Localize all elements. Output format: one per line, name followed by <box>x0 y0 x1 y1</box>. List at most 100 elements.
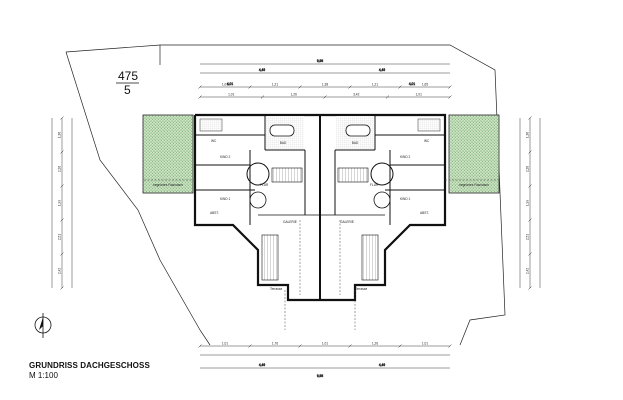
label-bad-left: BAD <box>280 141 287 145</box>
drawing-title-block: GRUNDRISS DACHGESCHOSS M 1:100 <box>29 360 150 381</box>
parcel-number-top: 475 <box>118 69 138 83</box>
wc-left <box>199 118 223 132</box>
dim-bottom-row-tick <box>398 344 402 348</box>
dim-left-vertical-tick <box>60 286 64 290</box>
bathtub-right <box>345 124 371 137</box>
stairs-left-upper <box>271 167 303 183</box>
dim-row-a-tick <box>448 85 452 89</box>
building-outline <box>193 113 447 302</box>
drawing-title: GRUNDRISS DACHGESCHOSS <box>29 361 150 370</box>
round-gallery-left <box>246 162 270 186</box>
dim-row-b-label: 3,42 <box>353 93 359 97</box>
dim-row-b-tick <box>323 95 327 99</box>
dim-row-a-label: 1,38 <box>322 83 328 87</box>
dim-bottom-row: 1,01 1,76 1,01 1,26 1,01 <box>198 342 452 348</box>
stairs-left-lower <box>261 234 279 281</box>
dim-row-a-tick <box>248 85 252 89</box>
dim-bottom-right-1: 4,49 <box>379 363 385 367</box>
dim-right-vertical-label: 2,26 <box>526 166 530 172</box>
right-dimensions <box>519 118 541 288</box>
dim-bottom-row-label: 1,01 <box>322 342 328 346</box>
dim-row-b-tick <box>385 95 390 99</box>
green-roof-left <box>142 114 194 194</box>
dim-left-vertical-tick <box>60 150 64 154</box>
bathtub-left <box>269 124 295 137</box>
dim-bottom-left-1: 4,49 <box>259 363 265 367</box>
dim-bottom-row-tick <box>198 344 202 348</box>
dim-row-a-tick <box>348 85 352 89</box>
label-galerie-right: GALERIE <box>340 220 354 224</box>
left-dimensions <box>51 118 73 288</box>
label-wc-left: WC <box>211 139 217 143</box>
stairs-right-lower <box>361 234 379 281</box>
dim-right-vertical-tick <box>528 252 532 256</box>
parcel-number-bottom: 5 <box>124 83 131 97</box>
dim-left-vertical: 1,362,261,992,512,42 <box>58 116 64 290</box>
dim-row-a-tick <box>398 85 402 89</box>
dim-left-vertical-label: 2,51 <box>58 234 62 240</box>
label-galerie-left: GALERIE <box>283 220 297 224</box>
dim-right-vertical-label: 2,42 <box>526 268 530 274</box>
dim-top-right-2: 4,01 <box>409 82 415 86</box>
dim-bottom-row-label: 1,26 <box>372 342 378 346</box>
dim-top-right-1: 4,49 <box>379 68 385 72</box>
dim-left-vertical-tick <box>60 252 64 256</box>
dim-bottom-overall: 9,98 <box>317 374 323 378</box>
dim-right-vertical-label: 1,99 <box>526 200 530 206</box>
label-abstell-right: ABST. <box>420 211 429 215</box>
dim-bottom-row-label: 1,01 <box>422 342 428 346</box>
round-hall-left <box>249 191 267 209</box>
dim-bottom-row-tick <box>248 344 252 348</box>
label-kind2-right: KIND 2 <box>400 155 411 159</box>
label-flur-left: FLUR <box>260 183 269 187</box>
dim-left-vertical-label: 1,36 <box>58 132 62 138</box>
dim-left-vertical-label: 2,26 <box>58 166 62 172</box>
label-kind2-left: KIND 2 <box>220 155 231 159</box>
green-roof-right-label: begrüntes Flachdach <box>459 183 489 187</box>
dim-top-left-2: 4,01 <box>227 82 233 86</box>
green-roof-right <box>448 114 500 194</box>
dim-bottom-row-tick <box>448 344 452 348</box>
dim-right-vertical-tick <box>528 218 532 222</box>
dim-left-vertical-tick <box>60 116 64 120</box>
dim-bottom-row-label: 1,01 <box>222 342 228 346</box>
dim-right-vertical-tick <box>528 116 532 120</box>
stairs-right-upper <box>337 167 369 183</box>
dim-row-a-label: 1,01 <box>222 83 228 87</box>
dim-left-vertical-tick <box>60 184 64 188</box>
label-abstell-left: ABST. <box>210 211 219 215</box>
dim-row-a-tick <box>198 85 202 89</box>
label-kind1-right: KIND 1 <box>400 197 411 201</box>
green-roof-left-label: begrüntes Flachdach <box>153 183 183 187</box>
room-labels-left: BAD WC KIND 2 KIND 1 FLUR GALERIE ABST. <box>210 139 297 224</box>
dim-row-a: 1,01 1,21 1,38 1,21 1,65 <box>198 83 452 89</box>
roof-lines <box>143 179 499 330</box>
label-terrasse-right: Terrasse <box>355 287 367 291</box>
dim-row-b-label: 1,01 <box>228 93 234 97</box>
dim-right-vertical-tick <box>528 286 532 290</box>
dim-row-a-label: 1,65 <box>422 83 428 87</box>
top-dimensions: 9,98 4,49 4,49 4,01 4,01 <box>200 59 450 98</box>
dim-row-a-label: 1,21 <box>372 83 378 87</box>
drawing-scale: M 1:100 <box>29 371 58 380</box>
dim-top-overall: 9,98 <box>317 59 323 63</box>
dim-left-vertical-label: 1,99 <box>58 200 62 206</box>
label-terrasse-left: Terrasse <box>270 287 282 291</box>
dim-bottom-row-tick <box>348 344 352 348</box>
dim-row-b-label: 1,26 <box>291 93 297 97</box>
dim-right-vertical-tick <box>528 184 532 188</box>
parcel-boundary <box>65 44 506 346</box>
dim-top-left-1: 4,49 <box>259 68 265 72</box>
north-arrow-icon <box>34 313 52 338</box>
dim-row-b-tick <box>260 95 265 99</box>
dim-row-b-tick <box>198 95 202 99</box>
label-flur-right: FLUR <box>370 183 379 187</box>
round-hall-right <box>373 191 391 209</box>
dim-row-b-tick <box>448 95 452 99</box>
label-wc-right: WC <box>424 139 430 143</box>
bottom-dimensions: 4,49 4,49 9,98 <box>200 345 450 378</box>
dim-row-a-label: 1,21 <box>272 83 278 87</box>
dim-bottom-row-label: 1,76 <box>272 342 278 346</box>
